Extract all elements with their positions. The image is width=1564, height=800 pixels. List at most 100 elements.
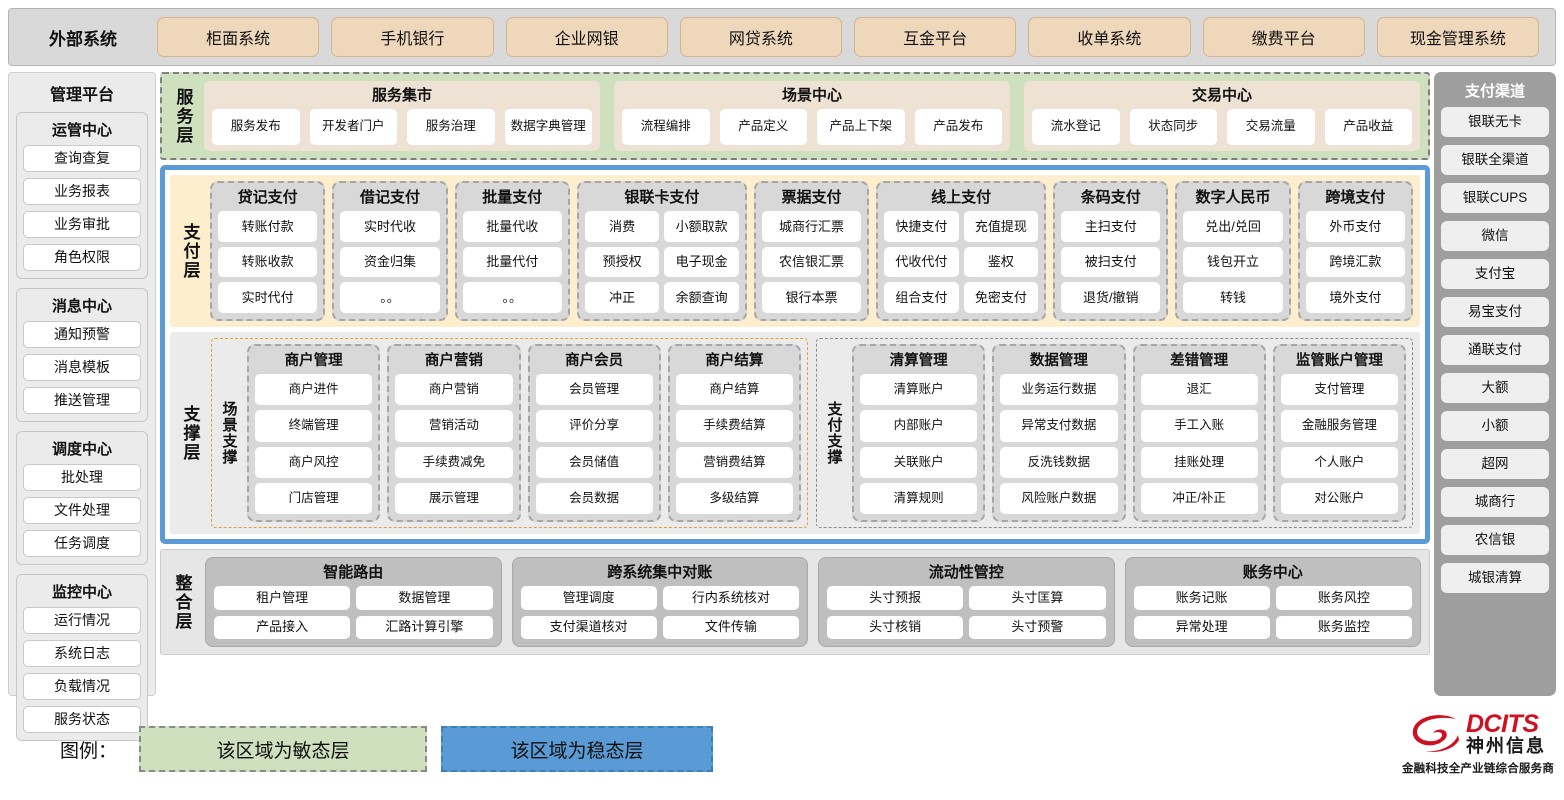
integration-item[interactable]: 租户管理 bbox=[214, 586, 351, 610]
support-item[interactable]: 商户进件 bbox=[255, 374, 373, 406]
management-item[interactable]: 服务状态 bbox=[23, 706, 141, 733]
support-item[interactable]: 手续费结算 bbox=[675, 410, 793, 442]
support-item[interactable]: 支付管理 bbox=[1280, 374, 1398, 406]
integration-item[interactable]: 数据管理 bbox=[356, 586, 493, 610]
integration-item[interactable]: 账务监控 bbox=[1275, 615, 1412, 639]
external-system-item[interactable]: 收单系统 bbox=[1028, 17, 1191, 57]
integration-item[interactable]: 账务记账 bbox=[1133, 586, 1270, 610]
payment-item[interactable]: 境外支付 bbox=[1305, 282, 1406, 313]
integration-item[interactable]: 头寸预警 bbox=[969, 615, 1106, 639]
payment-item[interactable]: 钱包开立 bbox=[1183, 246, 1283, 278]
service-item[interactable]: 产品收益 bbox=[1324, 109, 1412, 145]
management-item[interactable]: 批处理 bbox=[23, 464, 141, 491]
integration-item[interactable]: 行内系统核对 bbox=[662, 586, 799, 610]
payment-item[interactable]: 资金归集 bbox=[340, 246, 440, 278]
service-item[interactable]: 流程编排 bbox=[622, 109, 710, 145]
payment-channel-item[interactable]: 银联无卡 bbox=[1441, 107, 1549, 137]
payment-item[interactable]: 批量代收 bbox=[462, 211, 562, 242]
payment-item[interactable]: 快捷支付 bbox=[884, 211, 959, 242]
management-item[interactable]: 推送管理 bbox=[23, 387, 141, 414]
management-item[interactable]: 系统日志 bbox=[23, 640, 141, 667]
management-item[interactable]: 负载情况 bbox=[23, 673, 141, 700]
payment-item[interactable]: 城商行汇票 bbox=[761, 211, 862, 242]
payment-channel-item[interactable]: 银联CUPS bbox=[1441, 183, 1549, 213]
payment-item[interactable]: 充值提现 bbox=[963, 211, 1039, 242]
support-item[interactable]: 个人账户 bbox=[1280, 446, 1398, 478]
external-system-item[interactable]: 柜面系统 bbox=[157, 17, 320, 57]
integration-item[interactable]: 支付渠道核对 bbox=[520, 615, 657, 639]
payment-item[interactable]: 小额取款 bbox=[664, 211, 739, 242]
management-item[interactable]: 角色权限 bbox=[23, 244, 141, 271]
support-item[interactable]: 手续费减免 bbox=[395, 446, 513, 478]
payment-channel-item[interactable]: 城银清算 bbox=[1441, 563, 1549, 593]
management-item[interactable]: 业务报表 bbox=[23, 178, 141, 205]
support-item[interactable]: 反洗钱数据 bbox=[1000, 446, 1118, 478]
payment-item[interactable]: 被扫支付 bbox=[1061, 246, 1161, 278]
payment-item[interactable]: 兑出/兑回 bbox=[1183, 211, 1283, 242]
service-item[interactable]: 流水登记 bbox=[1032, 109, 1120, 145]
payment-item[interactable]: 组合支付 bbox=[884, 282, 959, 313]
integration-item[interactable]: 管理调度 bbox=[520, 586, 657, 610]
payment-item[interactable]: 。。 bbox=[340, 282, 440, 313]
external-system-item[interactable]: 现金管理系统 bbox=[1376, 17, 1539, 57]
support-item[interactable]: 商户结算 bbox=[675, 374, 793, 406]
payment-item[interactable]: 农信银汇票 bbox=[761, 246, 862, 278]
support-item[interactable]: 会员数据 bbox=[535, 482, 653, 514]
support-item[interactable]: 业务运行数据 bbox=[1000, 374, 1118, 406]
support-item[interactable]: 关联账户 bbox=[860, 446, 978, 478]
integration-item[interactable]: 异常处理 bbox=[1133, 615, 1270, 639]
integration-item[interactable]: 文件传输 bbox=[662, 615, 799, 639]
support-item[interactable]: 对公账户 bbox=[1280, 482, 1398, 514]
payment-item[interactable]: 退货/撤销 bbox=[1061, 282, 1161, 313]
management-item[interactable]: 消息模板 bbox=[23, 354, 141, 381]
integration-item[interactable]: 账务风控 bbox=[1275, 586, 1412, 610]
support-item[interactable]: 异常支付数据 bbox=[1000, 410, 1118, 442]
integration-item[interactable]: 头寸核销 bbox=[827, 615, 964, 639]
management-item[interactable]: 文件处理 bbox=[23, 497, 141, 524]
payment-channel-item[interactable]: 银联全渠道 bbox=[1441, 145, 1549, 175]
payment-item[interactable]: 转钱 bbox=[1183, 282, 1283, 313]
support-item[interactable]: 营销活动 bbox=[395, 410, 513, 442]
payment-channel-item[interactable]: 超网 bbox=[1441, 449, 1549, 479]
support-item[interactable]: 门店管理 bbox=[255, 482, 373, 514]
management-item[interactable]: 查询查复 bbox=[23, 145, 141, 172]
support-item[interactable]: 展示管理 bbox=[395, 482, 513, 514]
payment-channel-item[interactable]: 小额 bbox=[1441, 411, 1549, 441]
support-item[interactable]: 退汇 bbox=[1140, 374, 1258, 406]
service-item[interactable]: 服务治理 bbox=[407, 109, 495, 145]
management-item[interactable]: 业务审批 bbox=[23, 211, 141, 238]
service-item[interactable]: 状态同步 bbox=[1129, 109, 1217, 145]
external-system-item[interactable]: 企业网银 bbox=[505, 17, 668, 57]
payment-item[interactable]: 实时代收 bbox=[340, 211, 440, 242]
payment-channel-item[interactable]: 城商行 bbox=[1441, 487, 1549, 517]
management-item[interactable]: 运行情况 bbox=[23, 607, 141, 634]
support-item[interactable]: 评价分享 bbox=[535, 410, 653, 442]
service-item[interactable]: 开发者门户 bbox=[309, 109, 397, 145]
support-item[interactable]: 风险账户数据 bbox=[1000, 482, 1118, 514]
payment-item[interactable]: 外币支付 bbox=[1305, 211, 1406, 242]
external-system-item[interactable]: 缴费平台 bbox=[1202, 17, 1365, 57]
management-item[interactable]: 通知预警 bbox=[23, 321, 141, 348]
support-item[interactable]: 终端管理 bbox=[255, 410, 373, 442]
payment-item[interactable]: 冲正 bbox=[584, 282, 660, 313]
support-item[interactable]: 商户风控 bbox=[255, 446, 373, 478]
payment-item[interactable]: 银行本票 bbox=[761, 282, 862, 313]
support-item[interactable]: 会员储值 bbox=[535, 446, 653, 478]
integration-item[interactable]: 汇路计算引擎 bbox=[356, 615, 493, 639]
service-item[interactable]: 数据字典管理 bbox=[504, 109, 592, 145]
support-item[interactable]: 挂账处理 bbox=[1140, 446, 1258, 478]
support-item[interactable]: 金融服务管理 bbox=[1280, 410, 1398, 442]
service-item[interactable]: 产品上下架 bbox=[817, 109, 905, 145]
integration-item[interactable]: 产品接入 bbox=[214, 615, 351, 639]
support-item[interactable]: 多级结算 bbox=[675, 482, 793, 514]
support-item[interactable]: 营销费结算 bbox=[675, 446, 793, 478]
payment-item[interactable]: 代收代付 bbox=[884, 246, 959, 278]
external-system-item[interactable]: 互金平台 bbox=[854, 17, 1017, 57]
payment-item[interactable]: 鉴权 bbox=[963, 246, 1039, 278]
support-item[interactable]: 手工入账 bbox=[1140, 410, 1258, 442]
payment-item[interactable]: 跨境汇款 bbox=[1305, 246, 1406, 278]
payment-item[interactable]: 免密支付 bbox=[963, 282, 1039, 313]
payment-item[interactable]: 预授权 bbox=[584, 246, 660, 278]
external-system-item[interactable]: 手机银行 bbox=[331, 17, 494, 57]
payment-channel-item[interactable]: 大额 bbox=[1441, 373, 1549, 403]
